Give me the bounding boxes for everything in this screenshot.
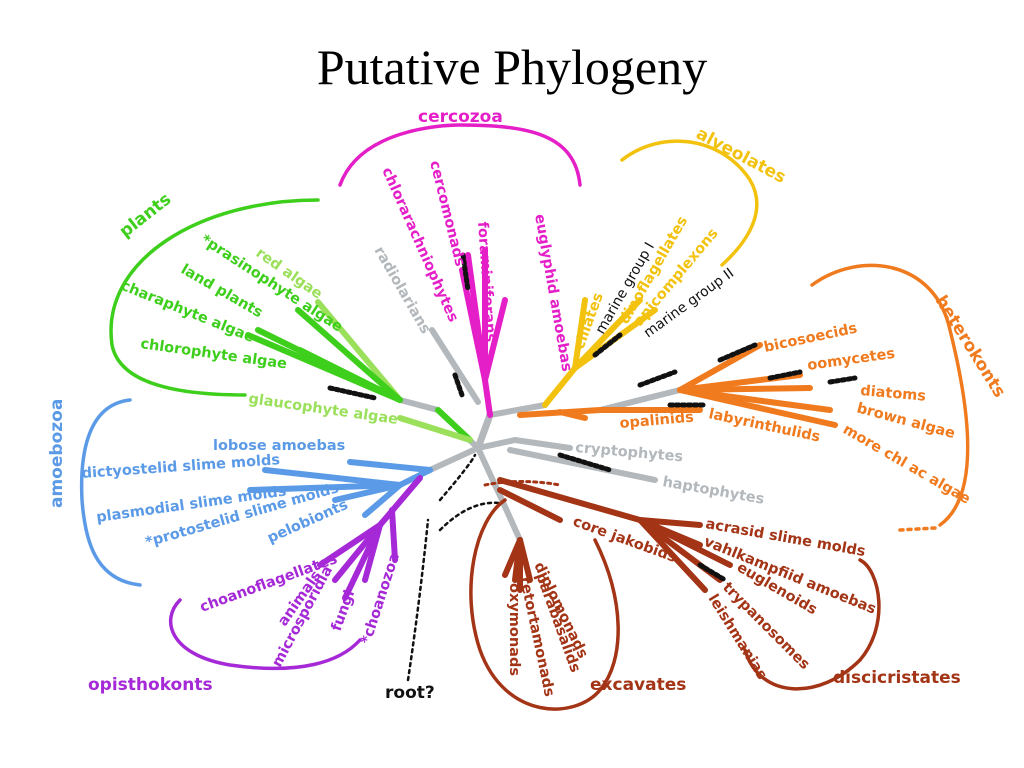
branch-more-chl bbox=[677, 387, 838, 428]
taxon-dictyostelid: dictyostelid slime molds bbox=[81, 452, 280, 482]
taxon-cryptophytes: cryptophytes bbox=[575, 440, 684, 465]
branch-oxymonads bbox=[512, 537, 523, 583]
discicristates-bracket bbox=[743, 558, 881, 691]
group-alveolates: alveolates bbox=[693, 124, 790, 188]
disci-stem bbox=[497, 477, 643, 523]
uncertain-alveo bbox=[592, 332, 623, 358]
excavate-stem bbox=[499, 497, 523, 543]
trunk-to-crypto bbox=[475, 437, 518, 451]
root-arrow-left bbox=[438, 453, 477, 502]
heterokont-mid bbox=[597, 387, 683, 413]
plants-stem bbox=[397, 397, 441, 413]
branch-choanoflagellates bbox=[317, 522, 383, 568]
trunk-to-amoebozoa bbox=[427, 445, 481, 473]
branch-dictyostelid bbox=[262, 467, 403, 488]
taxon-glaucophyte: glaucophyte algae bbox=[247, 391, 399, 428]
taxon-fungi: fungi bbox=[329, 588, 359, 633]
taxon-haptophytes: haptophytes bbox=[661, 474, 765, 508]
uncertain-disci bbox=[697, 562, 728, 583]
uncertain-hetero1 bbox=[637, 369, 678, 388]
branch-choanozoa bbox=[389, 507, 398, 563]
branch-leishmanias bbox=[637, 517, 708, 593]
branch-bicosoecids bbox=[677, 342, 763, 393]
uncertain-hetero4 bbox=[827, 375, 858, 385]
group-excavates: excavates bbox=[590, 675, 686, 695]
excavate-dotted bbox=[483, 480, 562, 487]
branch-euglyphid bbox=[482, 297, 508, 383]
group-opisthokonts: opisthokonts bbox=[88, 675, 213, 695]
alveolates-bracket bbox=[620, 139, 759, 267]
cercozoa-stem bbox=[482, 377, 493, 418]
group-plants: plants bbox=[116, 189, 175, 242]
group-amoebozoa: amoebozoa bbox=[47, 399, 67, 508]
branch-diatoms bbox=[677, 385, 813, 393]
root-arrow-right bbox=[438, 501, 502, 532]
central-trunk bbox=[474, 411, 494, 452]
branch-plasmodial bbox=[247, 482, 403, 493]
uncertain-hetero3 bbox=[767, 369, 803, 381]
opisthokont-bracket bbox=[168, 598, 362, 671]
uncertain-radio bbox=[452, 372, 465, 398]
trunk-to-alveolates bbox=[487, 402, 548, 418]
taxon-labyrinthulids: labyrinthulids bbox=[707, 406, 821, 445]
branch-jakobids bbox=[497, 487, 563, 523]
taxon-opalinids: opalinids bbox=[619, 410, 694, 432]
taxon-diatoms: diatoms bbox=[860, 383, 927, 405]
branch-protostelid bbox=[332, 482, 403, 503]
branch-prasinophyte bbox=[295, 307, 403, 403]
taxon-bicosoecids: bicosoecids bbox=[763, 321, 859, 356]
branch-cryptophytes bbox=[512, 437, 573, 451]
heterokonts-dots bbox=[898, 526, 937, 532]
cercozoa-bracket bbox=[338, 123, 582, 187]
branch-red-algae bbox=[315, 299, 403, 403]
uncertain-plants bbox=[327, 385, 378, 401]
taxon-lobose: lobose amoebas bbox=[213, 438, 345, 454]
branch-pelobionts bbox=[362, 482, 403, 518]
root-label: root? bbox=[385, 683, 435, 703]
alveolates-stem bbox=[542, 365, 578, 408]
branch-chlorophyte bbox=[297, 347, 403, 403]
taxon-choanozoa: *choanozoa bbox=[359, 551, 403, 646]
root-line bbox=[406, 518, 430, 682]
branch-lobose bbox=[347, 459, 433, 473]
page-title: Putative Phylogeny bbox=[316, 39, 708, 95]
heterokonts-bracket bbox=[810, 263, 970, 527]
branch-glaucophyte bbox=[435, 407, 473, 443]
uncertain-hetero2 bbox=[717, 342, 758, 363]
taxon-oomycetes: oomycetes bbox=[806, 346, 896, 374]
uncertain-crypto bbox=[557, 452, 613, 473]
branch-opalinids bbox=[557, 409, 588, 421]
taxon-euglyphid: euglyphid amoebas bbox=[531, 213, 574, 373]
group-discicristates: discicristates bbox=[833, 668, 961, 688]
branch-glaucophyte-tip bbox=[397, 415, 473, 443]
excavates-bracket bbox=[469, 498, 620, 711]
branch-haptophytes bbox=[507, 447, 658, 483]
taxon-oxymonads: oxymonads bbox=[506, 583, 522, 676]
branch-acrasid bbox=[637, 517, 703, 528]
amoebozoa-bracket bbox=[79, 398, 142, 587]
branch-radiolarians bbox=[429, 327, 481, 405]
opistho-stem bbox=[377, 475, 423, 528]
group-cercozoa: cercozoa bbox=[418, 107, 503, 127]
group-heterokonts: heterokonts bbox=[931, 292, 1010, 401]
uncertain-cerco bbox=[460, 252, 471, 293]
branch-ciliates bbox=[572, 297, 588, 371]
taxon-charaphyte: charaphyte algae bbox=[119, 278, 257, 346]
plants-bracket bbox=[109, 198, 320, 397]
branch-fungi bbox=[362, 522, 383, 583]
